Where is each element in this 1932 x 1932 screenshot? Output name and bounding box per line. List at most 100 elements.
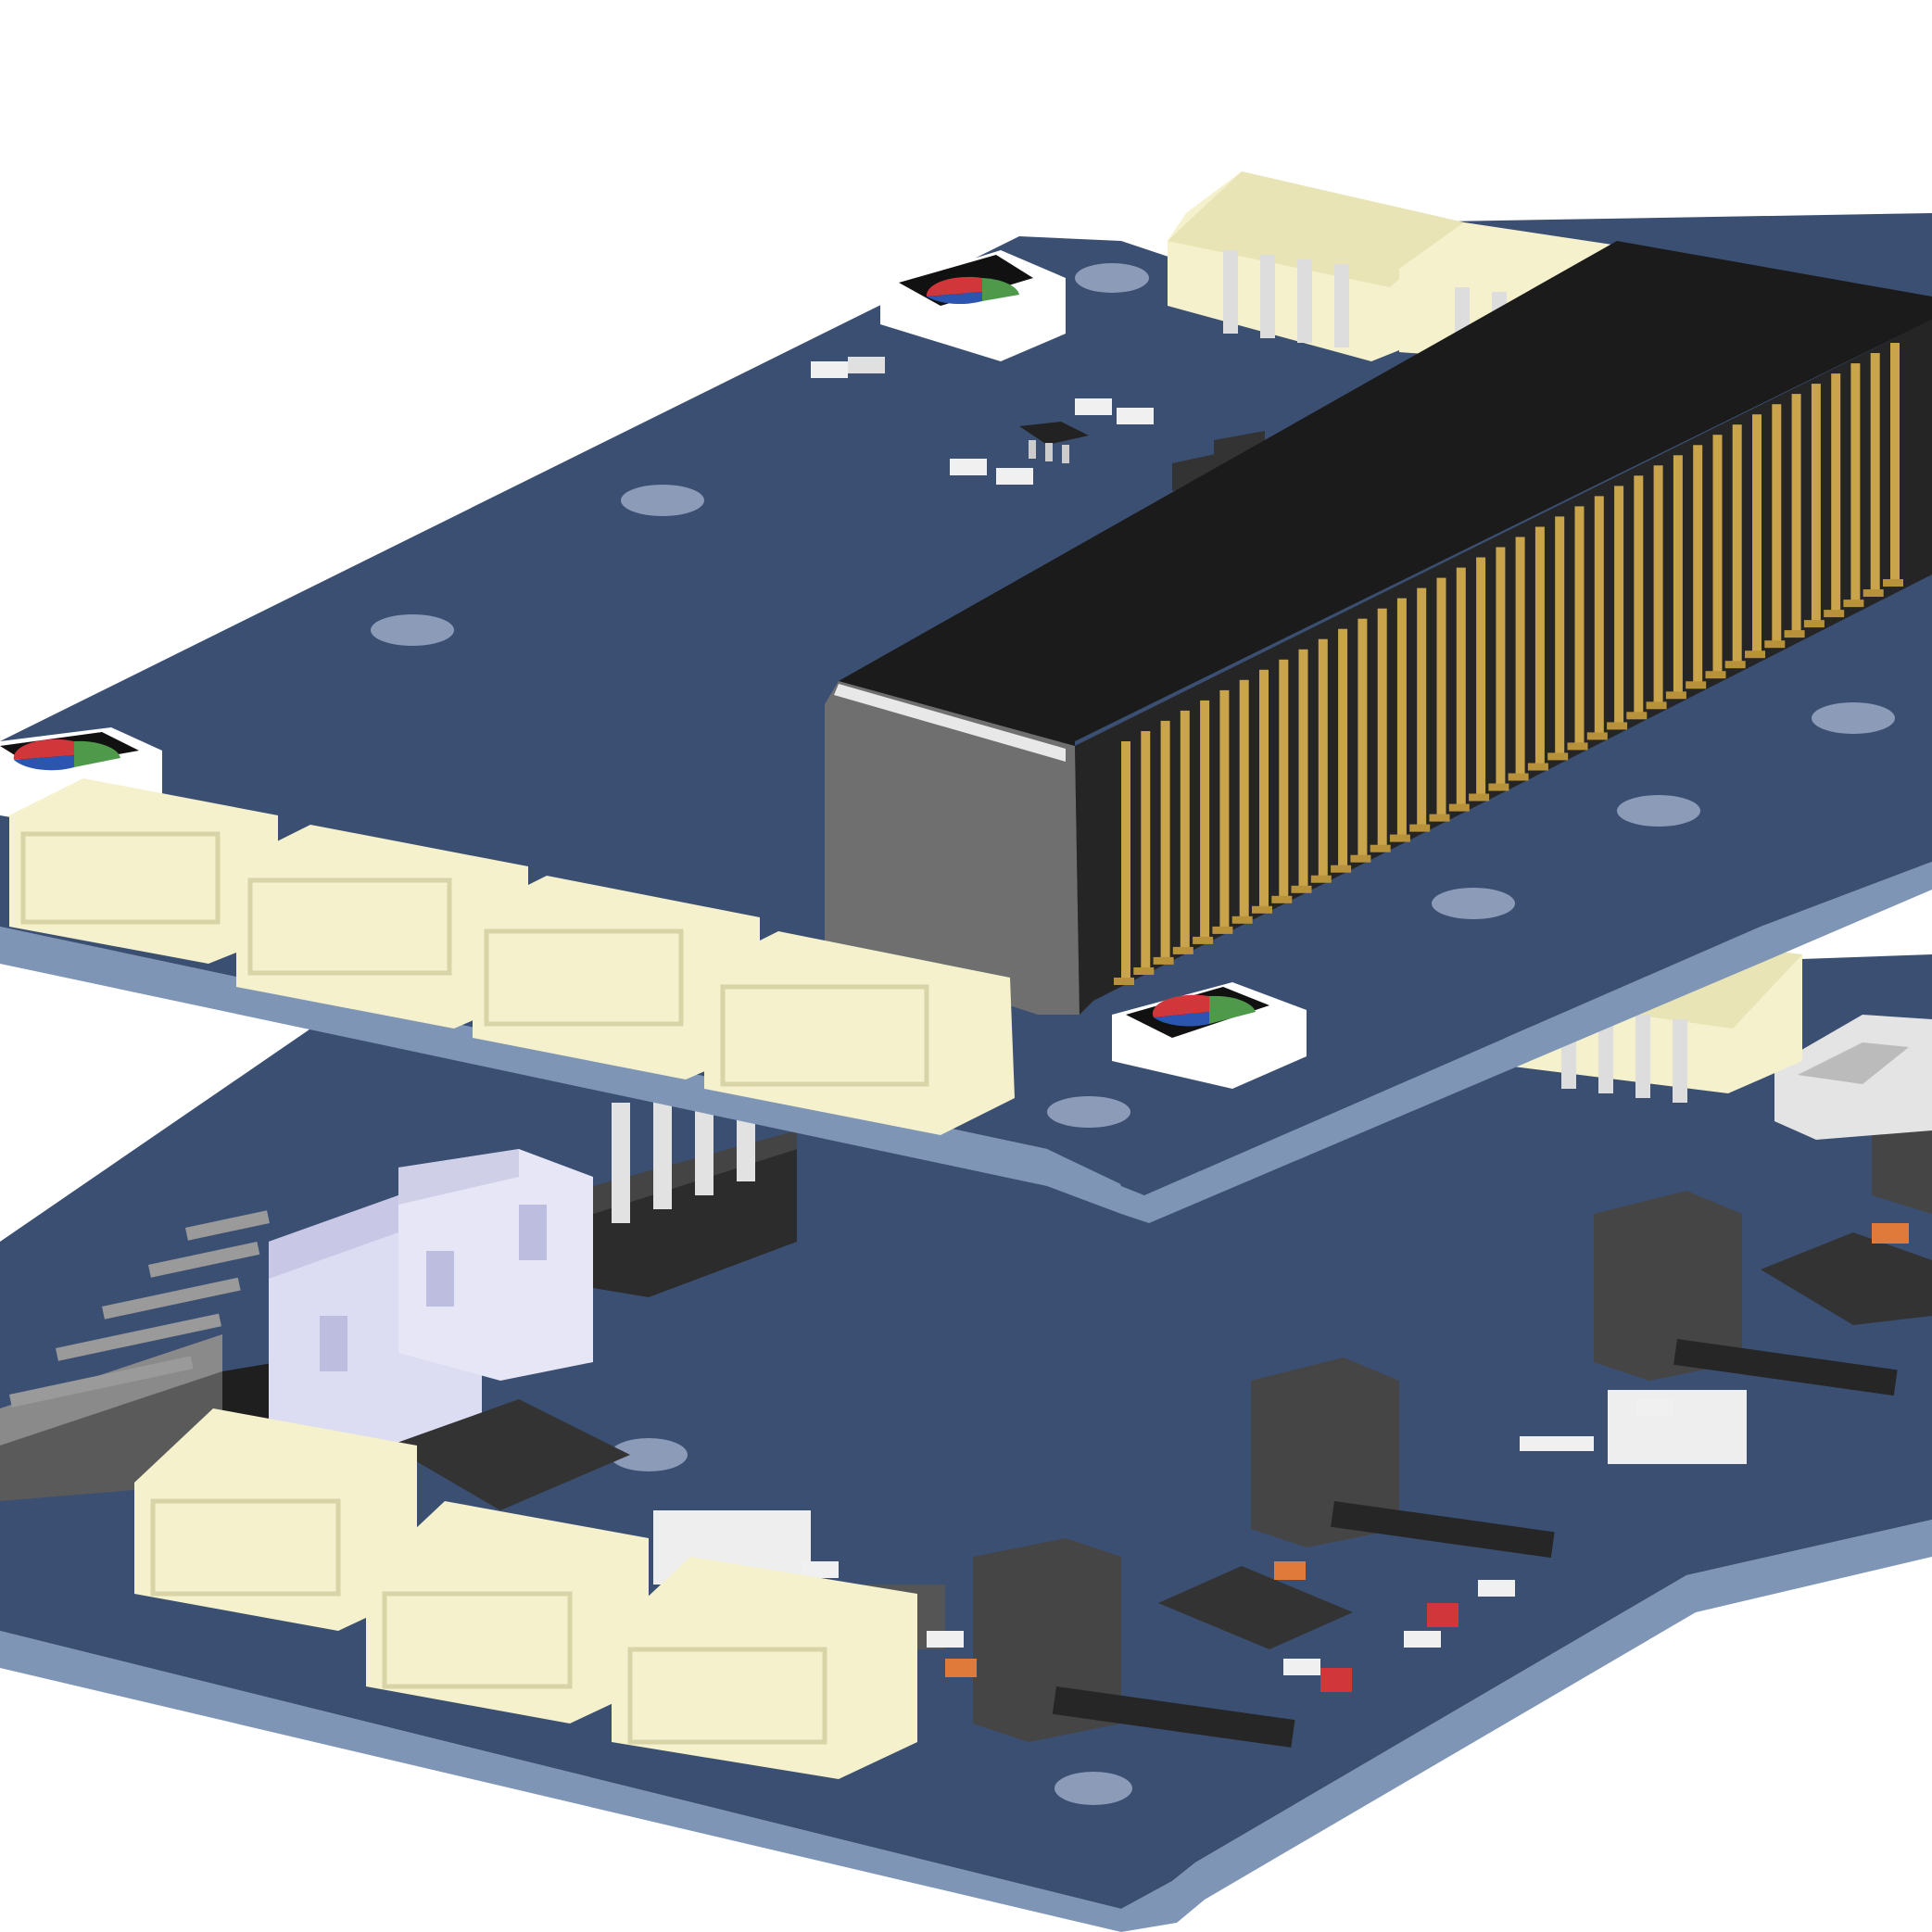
micro-usb-port xyxy=(1774,1015,1932,1140)
gold-pin xyxy=(1673,455,1683,697)
jst-connector-front xyxy=(9,778,278,964)
gold-pin xyxy=(1515,537,1525,778)
gold-pin-foot xyxy=(1370,844,1391,852)
gold-pin xyxy=(1634,475,1644,717)
gold-pin xyxy=(1377,608,1387,850)
gold-pin xyxy=(1298,649,1308,890)
gold-pin-foot xyxy=(1350,854,1371,863)
gold-pin-foot xyxy=(1626,712,1648,720)
sot23-transistor xyxy=(1019,422,1089,445)
jst-connector-back xyxy=(1168,171,1464,361)
bottom-board xyxy=(0,919,1932,1932)
motor-driver-chip xyxy=(389,1399,630,1510)
gold-pin-foot xyxy=(1665,691,1686,700)
gold-pin-foot xyxy=(1271,895,1293,903)
gold-pin-foot xyxy=(1586,732,1608,740)
rgb-led xyxy=(1112,982,1307,1089)
gold-pin-foot xyxy=(1705,671,1726,679)
gold-pin xyxy=(1121,741,1130,982)
edge-connector xyxy=(825,241,1932,1015)
jst-connector-front xyxy=(134,1408,417,1631)
gold-pin xyxy=(1200,700,1210,941)
gold-pin-foot xyxy=(1724,661,1746,669)
gold-pin-foot xyxy=(1824,610,1845,618)
gold-pin-foot xyxy=(1133,967,1155,975)
gold-pin-foot xyxy=(1488,783,1509,791)
status-led xyxy=(1320,1668,1352,1692)
gold-pin xyxy=(1870,353,1880,594)
gold-pin-foot xyxy=(1863,589,1884,597)
jst-connector-front xyxy=(366,1501,649,1724)
gold-pin-foot xyxy=(1745,650,1765,659)
rgb-led xyxy=(880,250,1066,361)
gold-pin-foot xyxy=(1310,875,1332,883)
gold-pin-foot xyxy=(1231,915,1253,924)
gold-pin xyxy=(1180,710,1190,952)
top-board-edge xyxy=(0,862,1932,1223)
gold-pin xyxy=(1141,731,1151,972)
gold-pin xyxy=(1357,618,1368,860)
gold-pin-foot xyxy=(1193,936,1214,944)
gold-pin-foot xyxy=(1469,793,1490,802)
smd-capacitor xyxy=(1872,1223,1909,1244)
mounting-hole xyxy=(1617,795,1700,827)
gold-pin xyxy=(1614,486,1624,727)
mounting-hole xyxy=(371,614,454,646)
voltage-regulator xyxy=(973,1538,1295,1748)
gold-pin xyxy=(1712,435,1723,676)
gold-pin xyxy=(1732,424,1742,666)
gold-pin xyxy=(1534,526,1545,768)
gold-pin xyxy=(1396,598,1407,840)
servo-connector-housing xyxy=(269,1149,593,1464)
gold-pin-foot xyxy=(1567,742,1588,751)
gold-pin xyxy=(1890,343,1900,584)
jst-connector-front xyxy=(236,825,528,1029)
gold-pin xyxy=(1594,496,1604,738)
mounting-hole xyxy=(1075,263,1149,293)
mounting-hole xyxy=(610,1438,688,1471)
gold-pin-foot xyxy=(1508,773,1529,781)
gold-pin-foot xyxy=(1331,865,1352,873)
gold-pin-foot xyxy=(1409,824,1431,832)
gold-pin xyxy=(1160,720,1170,962)
jst-connector-front xyxy=(612,1557,917,1779)
motor-driver-chip xyxy=(1158,1566,1353,1649)
gold-pin xyxy=(1555,516,1565,758)
gold-pin-foot xyxy=(1448,803,1470,812)
gold-pin xyxy=(1456,567,1466,809)
jst-connector-front xyxy=(704,931,1015,1135)
gold-pin xyxy=(1318,638,1328,880)
gold-pin-foot xyxy=(1764,640,1786,649)
mounting-hole xyxy=(1054,1772,1132,1805)
gold-pin xyxy=(1850,363,1861,605)
gold-pin-foot xyxy=(1803,620,1825,628)
gold-pin xyxy=(1338,628,1348,870)
motor-driver-chip xyxy=(1761,1232,1932,1325)
gold-pin xyxy=(1417,587,1427,829)
status-led xyxy=(1427,1603,1458,1627)
smd-capacitor xyxy=(945,1659,977,1677)
edge-connector-pins xyxy=(1114,343,1903,985)
tactile-button xyxy=(1608,1390,1747,1464)
gold-pin-foot xyxy=(1389,834,1410,842)
smd-capacitor xyxy=(1274,1561,1306,1580)
mounting-hole xyxy=(1047,1096,1130,1128)
voltage-regulator xyxy=(1594,1191,1898,1396)
gold-pin xyxy=(1831,373,1841,615)
gold-pin-foot xyxy=(1527,763,1548,771)
gold-pin xyxy=(1259,669,1269,911)
gold-pin xyxy=(1496,547,1506,789)
gold-pin xyxy=(1574,506,1585,748)
gold-pin-foot xyxy=(1784,630,1805,638)
voltage-regulator xyxy=(1251,1357,1555,1559)
gold-pin xyxy=(1653,465,1663,707)
gold-pin xyxy=(1752,414,1762,656)
gold-pin xyxy=(1239,679,1249,921)
gold-pin-foot xyxy=(1212,926,1233,934)
top-board xyxy=(0,171,1932,1223)
gold-pin xyxy=(1772,404,1782,646)
gold-pin-foot xyxy=(1252,905,1272,914)
jst-connector-front xyxy=(473,876,760,1080)
gold-pin-foot xyxy=(1291,885,1312,893)
